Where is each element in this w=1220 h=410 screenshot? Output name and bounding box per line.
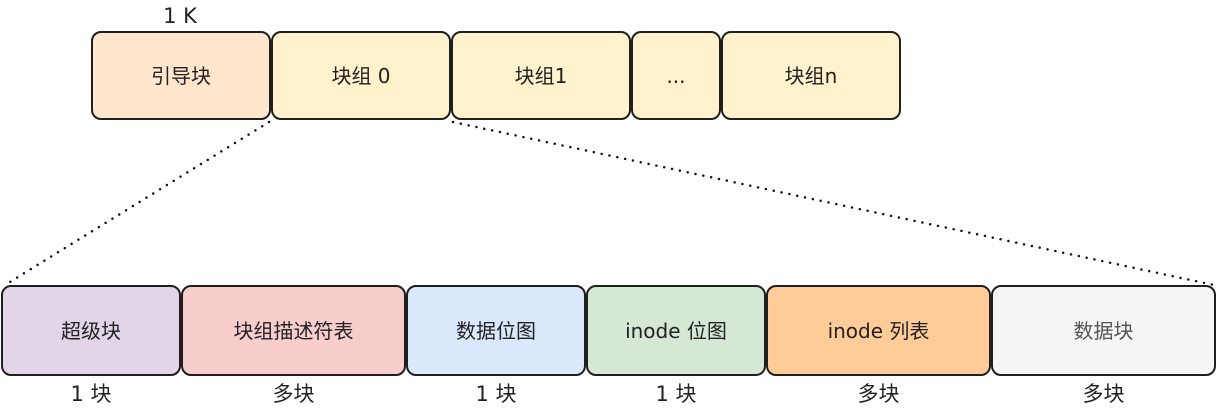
boot-block: 引导块 — [91, 31, 271, 120]
inode-bitmap-count-label: 1 块 — [655, 382, 697, 406]
data-blocks: 数据块 — [991, 285, 1216, 376]
inode-table-count-label: 多块 — [857, 382, 900, 406]
block-group-descriptor-table: 块组描述符表 — [181, 285, 406, 376]
block-group-0: 块组 0 — [271, 31, 451, 120]
block-group-ellipsis: ... — [631, 31, 721, 120]
block-group-1: 块组1 — [451, 31, 631, 120]
data-blocks-count-label: 多块 — [1082, 382, 1125, 406]
superblock-count-label: 1 块 — [70, 382, 112, 406]
descriptor-table-count-label: 多块 — [272, 382, 315, 406]
block-group-n: 块组n — [721, 31, 901, 120]
inode-table: inode 列表 — [766, 285, 991, 376]
right-dotted-connector — [451, 120, 1216, 287]
boot-block-size-label: 1 K — [163, 4, 197, 28]
data-bitmap: 数据位图 — [406, 285, 586, 376]
data-bitmap-count-label: 1 块 — [475, 382, 517, 406]
superblock: 超级块 — [1, 285, 181, 376]
left-dotted-connector — [3, 120, 271, 287]
inode-bitmap: inode 位图 — [586, 285, 766, 376]
